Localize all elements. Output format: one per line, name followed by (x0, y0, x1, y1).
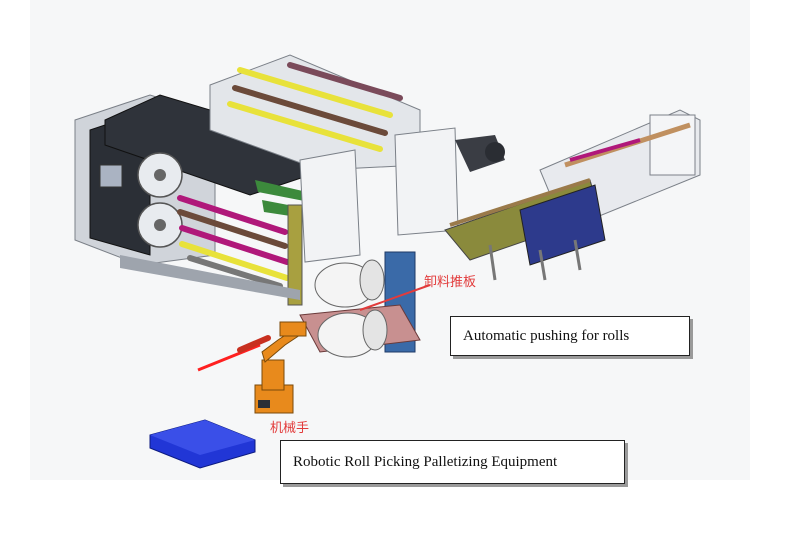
roll-conveyor (444, 109, 701, 281)
robot-arm-label: 机械手 (270, 421, 310, 436)
pushing-callout: Automatic pushing for rolls (450, 316, 690, 356)
pushing-callout-text: Automatic pushing for rolls (463, 327, 630, 344)
robot-callout: Robotic Roll Picking Palletizing Equipme… (280, 440, 625, 484)
unloading-push-plate-label: 卸料推板 (424, 275, 477, 290)
robot-callout-text: Robotic Roll Picking Palletizing Equipme… (293, 453, 558, 470)
unloading-push-plate (299, 251, 431, 358)
slitting-machine (74, 54, 505, 306)
robot-arm (197, 321, 307, 414)
pallet (149, 419, 256, 469)
